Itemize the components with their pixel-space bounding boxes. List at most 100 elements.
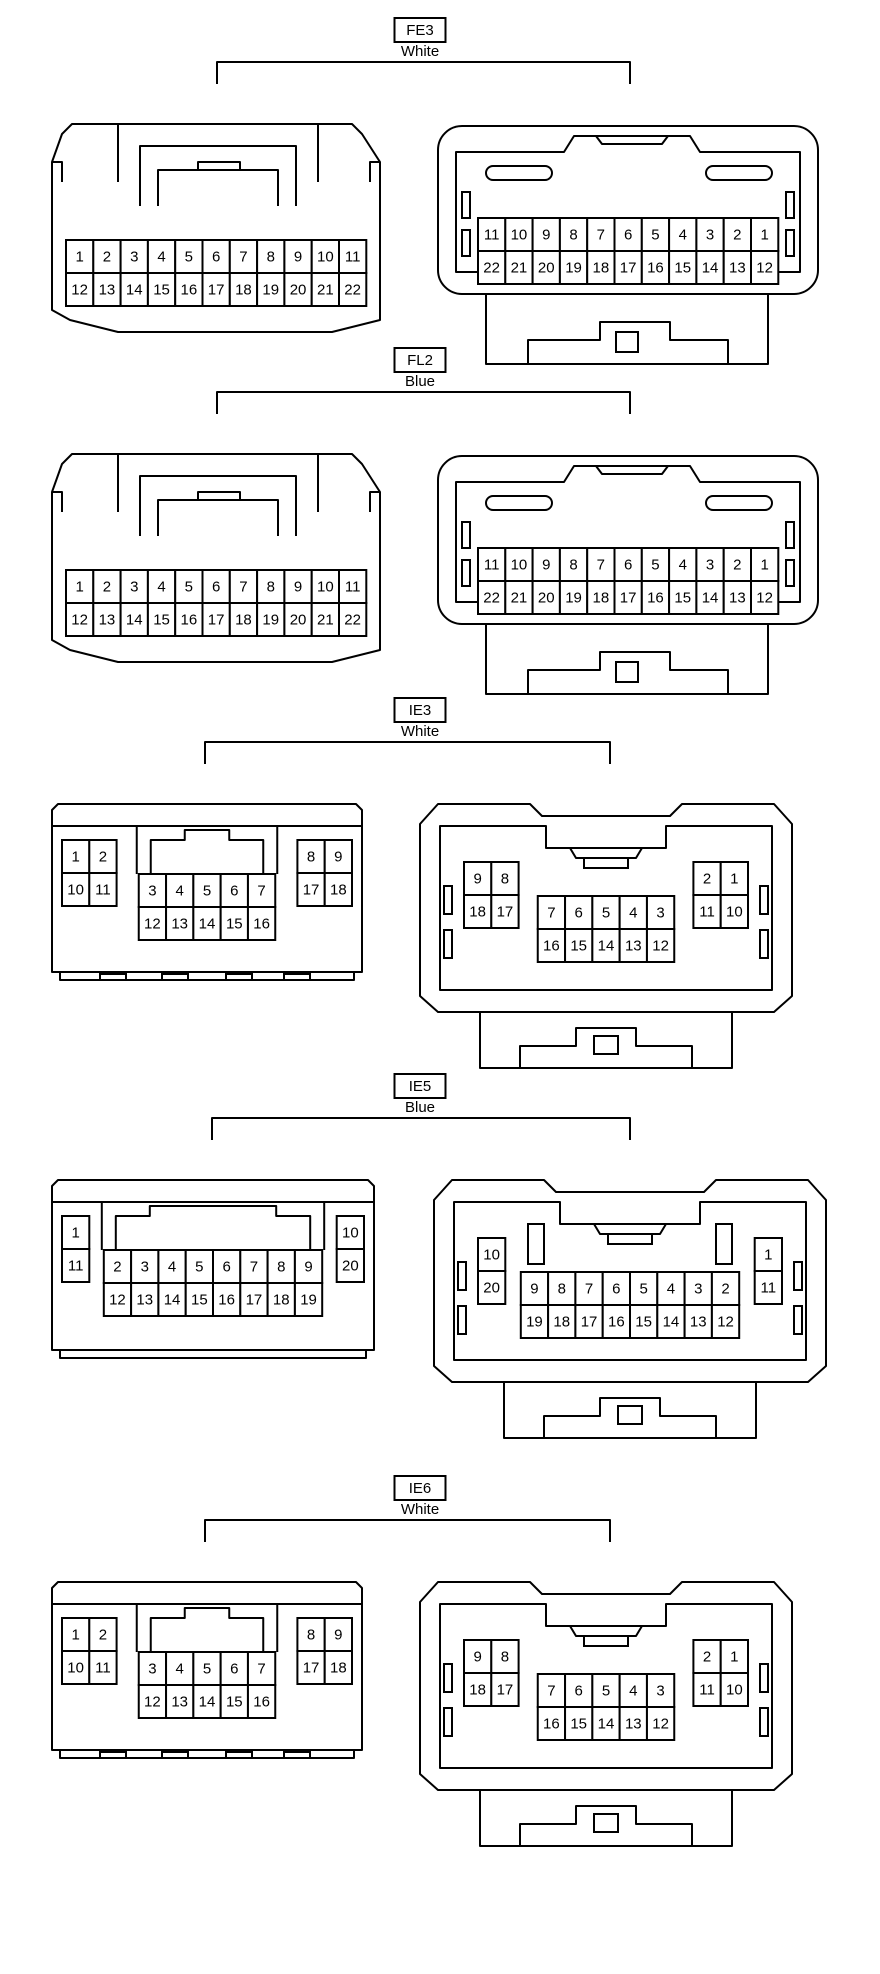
pin-number: 18: [273, 1292, 290, 1309]
pin-cell: [192, 873, 222, 908]
housing-outline: [439, 1603, 773, 1769]
pin-number: 15: [153, 612, 170, 629]
pin-number: 8: [501, 871, 509, 888]
pin-number: 11: [95, 882, 111, 899]
pin-cell: [137, 1684, 168, 1719]
pin-number: 22: [483, 590, 500, 607]
housing-outline: [433, 1179, 827, 1383]
side-key: [785, 521, 795, 549]
latch-slot: [705, 165, 773, 181]
pin-cell: [645, 895, 676, 930]
pin-number: 20: [342, 1258, 359, 1275]
pin-number: 4: [667, 1281, 675, 1298]
housing-outline: [419, 803, 793, 1013]
pin-number: 20: [290, 612, 307, 629]
housing-outline: [419, 1581, 793, 1791]
pin-number: 8: [501, 1649, 509, 1666]
pin-number: 16: [543, 938, 560, 955]
pin-cell: [531, 547, 561, 582]
pin-number: 7: [585, 1281, 593, 1298]
lock-tab: [583, 857, 629, 869]
pin-number: 22: [344, 612, 361, 629]
housing-outline: [100, 1201, 326, 1250]
housing-outline: [369, 491, 380, 512]
pin-number: 5: [602, 1683, 610, 1700]
pin-number: 3: [141, 1259, 149, 1276]
notch: [161, 1751, 189, 1759]
side-key: [793, 1261, 803, 1291]
pin-cell: [692, 894, 722, 929]
pin-cell: [335, 1215, 366, 1250]
latch-slot: [485, 165, 553, 181]
pin-cell: [710, 1271, 741, 1306]
pin-cell: [586, 250, 616, 285]
guide-post: [527, 1223, 545, 1265]
pin-number: 10: [67, 882, 84, 899]
pin-number: 1: [71, 1627, 79, 1644]
pin-number: 17: [208, 612, 225, 629]
pin-number: 6: [230, 883, 238, 900]
pin-cell: [504, 547, 534, 582]
pin-cell: [293, 1282, 324, 1317]
pin-cell: [490, 861, 520, 896]
pin-number: 18: [235, 612, 252, 629]
pin-cell: [119, 272, 149, 307]
pin-number: 4: [176, 1661, 184, 1678]
pin-number: 17: [497, 1682, 514, 1699]
pin-number: 2: [99, 849, 107, 866]
connector-id: FE3: [406, 22, 434, 39]
housing-outline: [479, 1011, 733, 1069]
pin-number: 8: [267, 249, 275, 266]
pin-cell: [463, 1672, 493, 1707]
pin-number: 2: [99, 1627, 107, 1644]
pin-number: 19: [300, 1292, 317, 1309]
pin-cell: [722, 580, 753, 615]
pin-number: 7: [257, 883, 265, 900]
pin-number: 14: [126, 282, 143, 299]
pin-cell: [722, 250, 753, 285]
pin-number: 12: [71, 612, 88, 629]
housing-outline: [369, 161, 380, 182]
pin-number: 15: [570, 1716, 587, 1733]
pin-number: 19: [526, 1314, 543, 1331]
pin-number: 5: [195, 1259, 203, 1276]
pin-number: 16: [647, 590, 664, 607]
pin-number: 6: [612, 1281, 620, 1298]
pin-number: 11: [761, 1280, 777, 1297]
pin-number: 7: [239, 579, 247, 596]
housing-outline: [51, 1581, 363, 1751]
pin-cell: [558, 580, 589, 615]
pin-number: 4: [168, 1259, 176, 1276]
pin-cell: [256, 602, 286, 637]
pin-number: 12: [144, 1694, 161, 1711]
pin-number: 9: [542, 227, 550, 244]
pin-number: 10: [67, 1660, 84, 1677]
connector-id-box: [393, 1073, 447, 1099]
bracket-line: [204, 741, 611, 764]
pin-number: 10: [726, 1682, 743, 1699]
pin-number: 2: [703, 1649, 711, 1666]
pin-number: 9: [304, 1259, 312, 1276]
lock-tab: [583, 1635, 629, 1647]
pin-cell: [601, 1304, 632, 1339]
housing-outline: [157, 491, 279, 536]
latch-slot: [485, 495, 553, 511]
pin-number: 13: [171, 916, 188, 933]
pin-number: 4: [679, 227, 687, 244]
pin-number: 19: [262, 612, 279, 629]
connector-id: IE5: [409, 1078, 432, 1095]
pin-number: 16: [608, 1314, 625, 1331]
connector-id-box: [393, 347, 447, 373]
pin-number: 17: [303, 1660, 320, 1677]
housing-outline: [157, 161, 279, 206]
pin-cell: [719, 894, 750, 929]
pin-cell: [92, 602, 122, 637]
pin-number: 15: [191, 1292, 208, 1309]
pin-cell: [601, 1271, 632, 1306]
pin-cell: [586, 217, 616, 252]
pin-number: 3: [706, 557, 714, 574]
